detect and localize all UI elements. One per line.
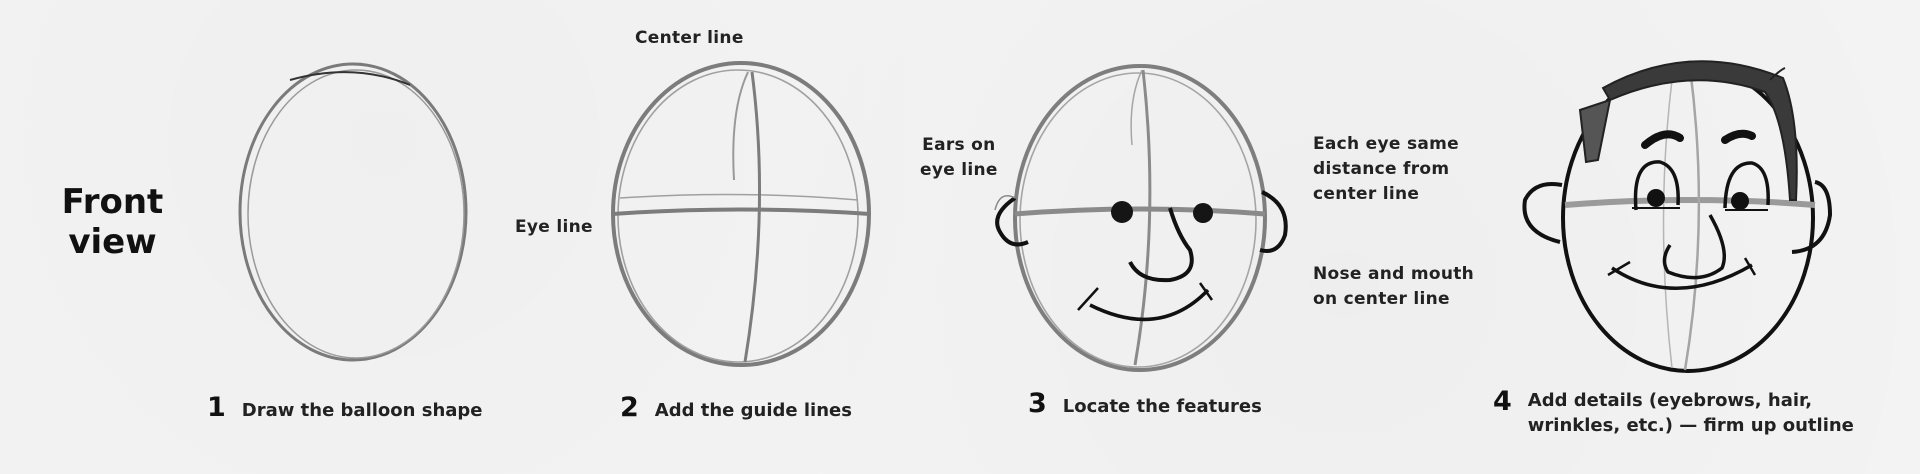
- ears-on-eye-line-label: Ears on eye line: [920, 133, 998, 183]
- step-text-line: Add details (eyebrows, hair,: [1527, 390, 1813, 411]
- label-line: Each eye same: [1313, 134, 1459, 154]
- label-line: eye line: [920, 160, 998, 180]
- step-text: Add details (eyebrows, hair, wrinkles, e…: [1528, 388, 1854, 438]
- step-text-line: wrinkles, etc.) — firm up outline: [1527, 415, 1854, 436]
- eye-line-label: Eye line: [515, 217, 593, 237]
- title-line-2: view: [68, 222, 157, 262]
- step-number: 3: [1028, 388, 1047, 419]
- balloon-shape-drawing: [238, 62, 468, 362]
- label-line: Nose and mouth: [1313, 264, 1475, 284]
- label-line: on center line: [1313, 289, 1450, 309]
- step-3-caption: 3 Locate the features: [1028, 388, 1262, 419]
- locate-features-drawing: [994, 64, 1288, 372]
- each-eye-label: Each eye same distance from center line: [1313, 132, 1459, 207]
- label-line: distance from: [1313, 159, 1450, 179]
- add-details-drawing: [1522, 60, 1833, 373]
- step-4-caption: 4 Add details (eyebrows, hair, wrinkles,…: [1493, 388, 1854, 438]
- step-text: Draw the balloon shape: [241, 400, 483, 421]
- center-line-label: Center line: [635, 28, 744, 48]
- step-number: 4: [1493, 386, 1512, 417]
- step-number: 2: [620, 392, 639, 423]
- title-line-1: Front: [61, 182, 164, 222]
- label-line: center line: [1313, 184, 1420, 204]
- step-number: 1: [207, 392, 226, 423]
- step-2-caption: 2 Add the guide lines: [620, 392, 852, 423]
- step-1-caption: 1 Draw the balloon shape: [207, 392, 483, 423]
- front-view-title: Front view: [55, 182, 170, 262]
- step-text: Locate the features: [1062, 396, 1262, 417]
- guide-lines-drawing: [611, 61, 871, 367]
- label-line: Ears on: [922, 135, 996, 155]
- step-text: Add the guide lines: [654, 400, 852, 421]
- nose-mouth-label: Nose and mouth on center line: [1313, 262, 1474, 312]
